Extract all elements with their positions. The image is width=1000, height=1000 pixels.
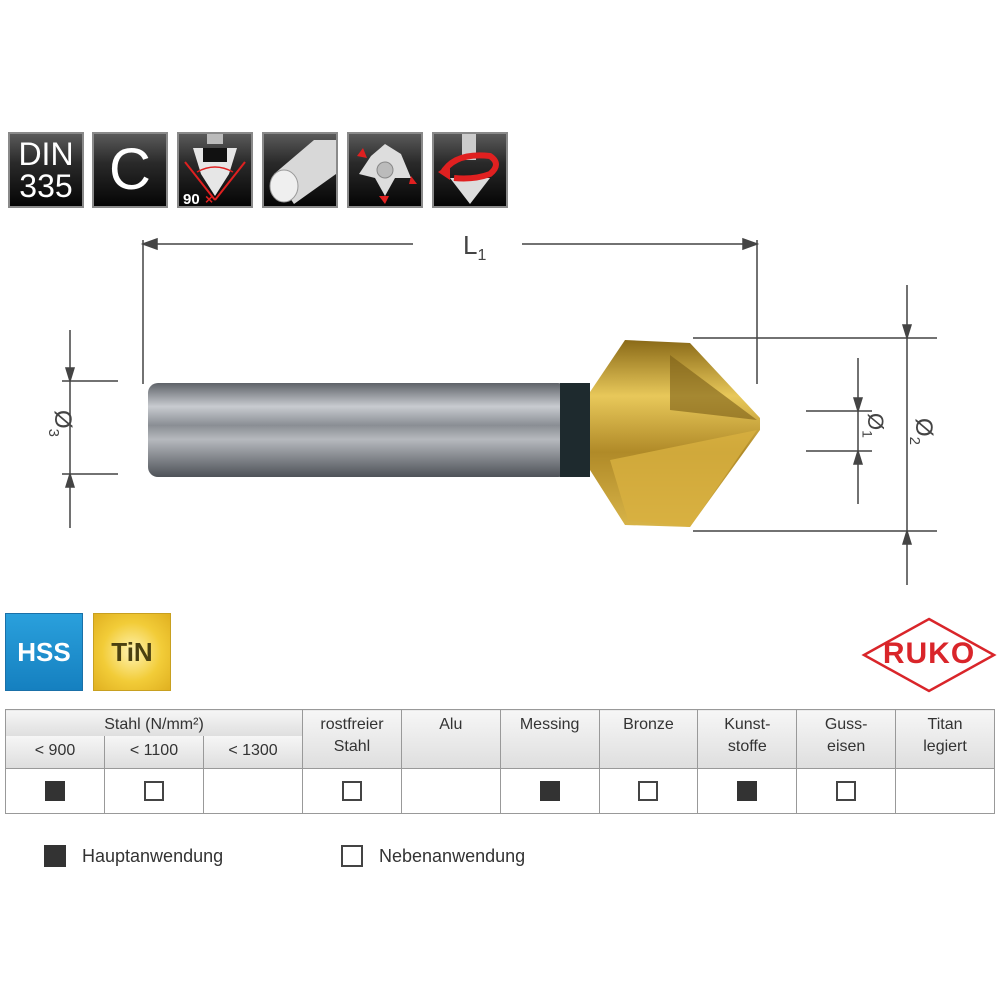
right-rotation-icon (432, 132, 508, 208)
type-c-icon: C (92, 132, 168, 208)
cylindrical-shank-icon (262, 132, 338, 208)
brand-name: RUKO (882, 637, 976, 670)
ruko-logo: RUKO (860, 615, 998, 695)
header-plastics: Kunst-stoffe (697, 709, 798, 769)
svg-text:×: × (205, 191, 213, 206)
cell-steel-1100 (104, 768, 204, 814)
main-use-icon (45, 781, 65, 801)
header-steel-1300: < 1300 (202, 736, 304, 769)
secondary-use-icon (836, 781, 857, 801)
cell-bronze (598, 768, 699, 814)
three-flute-icon (347, 132, 423, 208)
din-text: DIN (18, 136, 74, 172)
din-335-icon: DIN 335 (8, 132, 84, 208)
svg-text:90: 90 (183, 191, 200, 206)
header-bronze: Bronze (598, 709, 699, 769)
header-brass: Messing (499, 709, 600, 769)
cell-steel-900 (5, 768, 105, 814)
cell-cast-iron (796, 768, 897, 814)
header-alu: Alu (400, 709, 501, 769)
type-letter: C (109, 137, 151, 202)
min-diameter-label: Ø1 (859, 413, 888, 438)
main-use-icon (539, 781, 560, 801)
tin-badge: TiN (93, 613, 171, 691)
hss-badge: HSS (5, 613, 83, 691)
header-cast-iron: Guss-eisen (796, 709, 897, 769)
table-row (5, 768, 995, 814)
secondary-use-icon (341, 845, 363, 867)
legend-main-label: Hauptanwendung (82, 845, 224, 866)
din-number: 335 (19, 168, 73, 204)
cell-stainless (302, 768, 402, 814)
legend-secondary: Nebenanwendung (341, 845, 525, 867)
cell-brass (499, 768, 600, 814)
length-label: L1 (463, 230, 487, 265)
secondary-use-icon (341, 781, 362, 801)
header-steel-900: < 900 (5, 736, 105, 769)
legend-secondary-label: Nebenanwendung (379, 845, 526, 866)
main-use-icon (737, 781, 758, 801)
shank-diameter-label: Ø3 (45, 410, 76, 438)
countersink-drawing (62, 237, 937, 585)
legend-main: Hauptanwendung (44, 845, 223, 867)
header-steel-1100: < 1100 (104, 736, 204, 769)
hss-label: HSS (17, 636, 71, 667)
cell-alu (400, 768, 501, 814)
max-diameter-label: Ø2 (906, 418, 937, 446)
tin-label: TiN (111, 636, 153, 667)
cell-plastics (697, 768, 798, 814)
cell-titanium (895, 768, 995, 814)
cell-steel-1300 (202, 768, 304, 814)
secondary-use-icon (638, 781, 659, 801)
main-use-icon (44, 845, 66, 867)
secondary-use-icon (144, 781, 164, 801)
steel-group-header: Stahl (N/mm²) (4, 709, 304, 736)
countersink-angle-icon: 90 × (177, 132, 253, 208)
